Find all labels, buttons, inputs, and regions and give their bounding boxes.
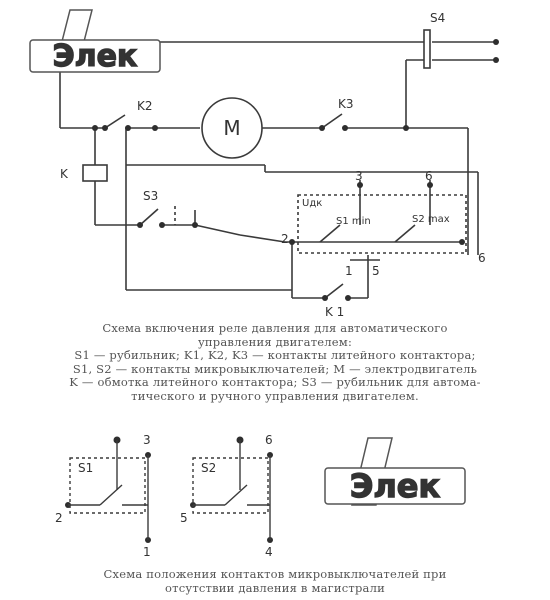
detail-s1-bottom: 1	[143, 545, 151, 559]
caption-detail-2: отсутствии давления в магистрали	[165, 580, 385, 595]
label-k1: K 1	[325, 305, 344, 319]
label-terminal-6b: 6	[478, 251, 486, 265]
label-s4: S4	[430, 11, 445, 25]
logo-bottom: Элек	[324, 437, 466, 506]
caption-title-1: Схема включения реле давления для автома…	[102, 321, 448, 335]
label-terminal-6: 6	[425, 169, 433, 183]
caption-title-2: управления двигателем:	[197, 334, 353, 349]
detail-s2-box	[192, 457, 269, 514]
label-motor: M	[223, 116, 240, 140]
detail-s2-label: S2	[201, 461, 216, 475]
s2-contact	[394, 224, 416, 243]
caption-legend-3: K — обмотка литейного контактора; S3 — р…	[69, 375, 481, 389]
s3-switch	[139, 208, 159, 226]
detail-s1-label: S1	[78, 461, 93, 475]
label-k2: K2	[137, 99, 153, 113]
caption-legend-4: тического и ручного управления двигателе…	[131, 388, 419, 403]
detail-s1-contact	[99, 484, 123, 506]
caption-detail-1: Схема положения контактов микровыключате…	[103, 567, 447, 581]
caption-detail: Схема положения контактов микровыключате…	[0, 567, 550, 595]
label-k3: K3	[338, 97, 354, 111]
pressure-relay-box	[297, 194, 467, 254]
detail-s2-left: 5	[180, 511, 188, 525]
label-pk: Uдк	[302, 198, 322, 209]
label-s3: S3	[143, 189, 158, 203]
detail-s2-top: 6	[265, 433, 273, 447]
k1-contact	[324, 283, 344, 299]
logo-text: Элек	[53, 39, 138, 74]
detail-s1-top: 3	[143, 433, 151, 447]
label-k: K	[60, 167, 69, 181]
coil-k	[82, 164, 108, 182]
detail-s2-contact	[224, 484, 248, 506]
label-s2-max: S2 max	[412, 214, 450, 225]
s4-switch	[423, 29, 431, 69]
label-terminal-5: 5	[372, 264, 380, 278]
label-terminal-3: 3	[355, 169, 363, 183]
label-s1-min: S1 min	[336, 216, 371, 227]
detail-s1-left: 2	[55, 511, 63, 525]
logo-top: Элек	[29, 9, 161, 75]
label-terminal-1: 1	[345, 264, 353, 278]
detail-s2-bottom: 4	[265, 545, 273, 559]
caption-legend-2: S1, S2 — контакты микровыключателей; M —…	[72, 361, 478, 376]
logo-text-2: Элек	[350, 467, 441, 505]
label-terminal-2: 2	[281, 232, 289, 246]
k3-contact	[321, 113, 343, 129]
caption-legend-1: S1 — рубильник; K1, K2, K3 — контакты ли…	[74, 348, 476, 362]
k2-contact	[104, 114, 126, 129]
s1-contact	[319, 224, 341, 243]
detail-s1-box	[69, 457, 146, 514]
caption-main: Схема включения реле давления для автома…	[0, 321, 550, 403]
